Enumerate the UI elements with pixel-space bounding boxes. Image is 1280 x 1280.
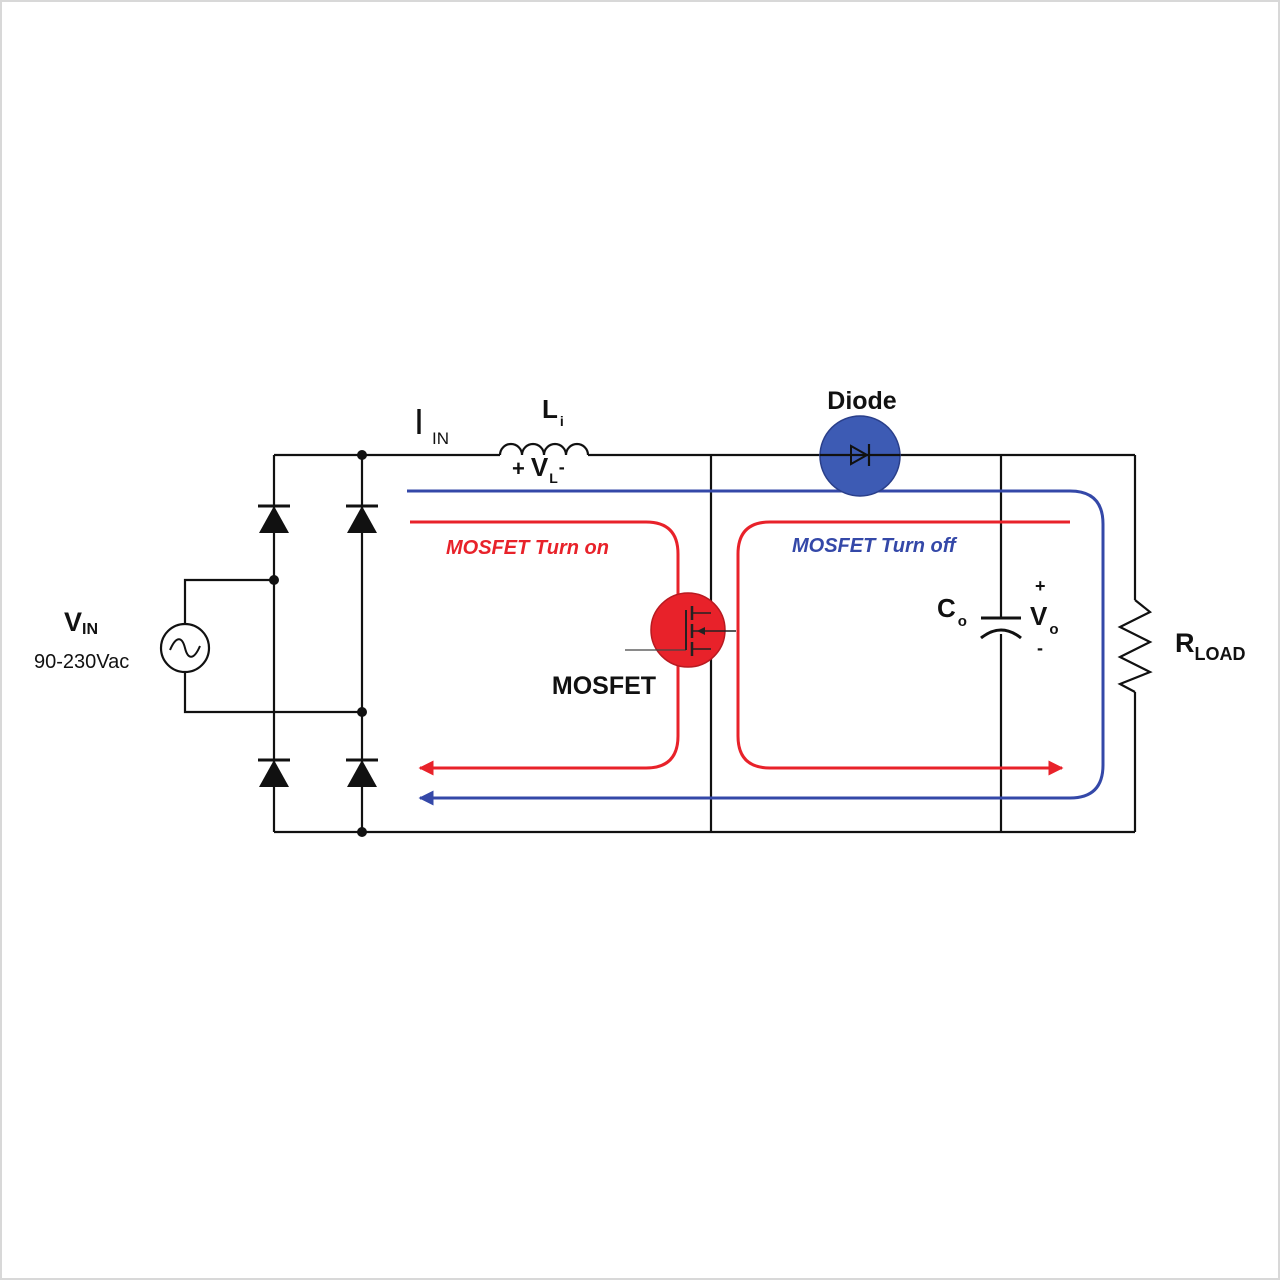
bridge-diode-bottom-left — [258, 758, 290, 787]
load-resistor-label: RLOAD — [1175, 628, 1246, 664]
mosfet-label: MOSFET — [552, 672, 656, 700]
mosfet-switch — [625, 592, 736, 668]
bridge-diode-bottom-right — [346, 758, 378, 787]
output-capacitor — [980, 455, 1022, 832]
bridge-rectifier — [258, 450, 1135, 837]
boost-diode — [819, 415, 901, 497]
inductor — [498, 442, 820, 457]
bridge-diode-top-right — [346, 504, 378, 533]
diode-label: Diode — [827, 387, 897, 415]
turn-off-label: MOSFET Turn off — [792, 535, 958, 557]
turn-off-charging-path — [736, 520, 1070, 776]
junction-dot — [357, 450, 367, 460]
vo-minus-label: - — [1037, 638, 1043, 658]
vin-label: VIN — [64, 607, 98, 638]
turn-off-current-path — [407, 489, 1105, 806]
junction-dot — [357, 827, 367, 837]
load-resistor — [1117, 599, 1153, 693]
vin-range-label: 90-230Vac — [34, 651, 129, 673]
bridge-diode-top-left — [258, 504, 290, 533]
vo-plus-label: + — [1035, 576, 1046, 596]
ac-source — [159, 578, 362, 714]
inductor-voltage-label: +VL- — [512, 452, 565, 486]
sine-wave-icon — [169, 638, 201, 658]
turn-on-label: MOSFET Turn on — [446, 537, 609, 559]
